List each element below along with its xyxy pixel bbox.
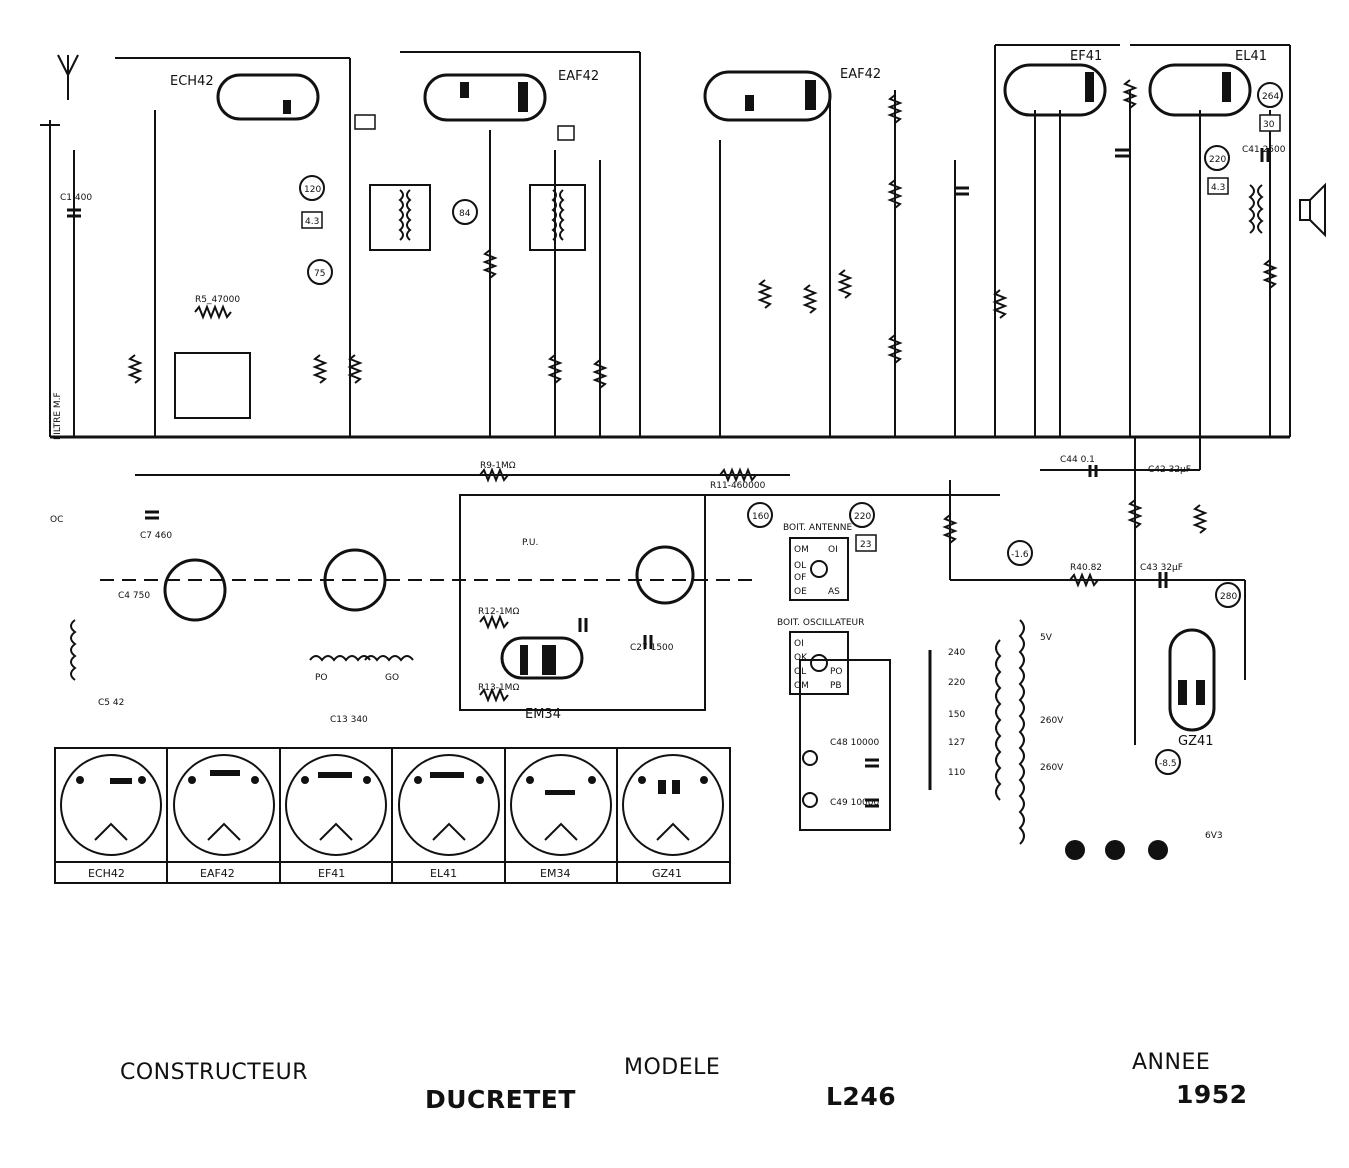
- capacitor-label: C49 10000: [830, 798, 880, 808]
- constructeur-value: DUCRETET: [425, 1085, 576, 1114]
- antenna-pin: OL: [794, 561, 806, 571]
- voltage-point: 4.3: [305, 217, 319, 227]
- antenna-pin: OF: [794, 573, 806, 583]
- label-eaf42-1: EAF42: [558, 69, 599, 84]
- tube-ech42: [216, 73, 320, 121]
- osc-pin: OM: [794, 681, 809, 691]
- voltage-point: 220: [854, 512, 871, 522]
- label-eaf42-2: EAF42: [840, 67, 881, 82]
- resistor-label: R11-460000: [710, 481, 766, 491]
- capacitor-label: C48 10000: [830, 738, 880, 748]
- band-label: OC: [50, 515, 63, 525]
- tube-gz41: [1168, 628, 1216, 732]
- modele-label: MODELE: [624, 1055, 721, 1080]
- voltage-point: -1.6: [1011, 550, 1029, 560]
- voltage-point: 4.3: [1211, 183, 1225, 193]
- resistor-label: R9-1MΩ: [480, 461, 516, 471]
- resistor-label: R12-1MΩ: [478, 607, 519, 617]
- capacitor-label: C27 1500: [630, 643, 674, 653]
- capacitor-label: C41 2500: [1242, 145, 1286, 155]
- tube-em34: [500, 636, 584, 680]
- resistor-label: R5_47000: [195, 295, 240, 305]
- voltage-point: -8.5: [1159, 759, 1177, 769]
- voltage-point: 280: [1220, 592, 1237, 602]
- capacitor-label: C43 32µF: [1140, 563, 1183, 573]
- annee-value: 1952: [1176, 1080, 1248, 1109]
- legend-ech42: ECH42: [88, 867, 125, 880]
- oscillator-box-label: BOIT. OSCILLATEUR: [777, 618, 864, 628]
- mains-tap: 220: [948, 678, 965, 688]
- legend-gz41: GZ41: [652, 867, 682, 880]
- legend-ef41: EF41: [318, 867, 345, 880]
- constructeur-label: CONSTRUCTEUR: [120, 1060, 309, 1085]
- osc-pin: OI: [794, 639, 804, 649]
- capacitor-label: C4 750: [118, 591, 150, 601]
- osc-pin: PO: [830, 667, 843, 677]
- label-ech42: ECH42: [170, 74, 214, 89]
- secondary-label: 260V: [1040, 716, 1064, 726]
- antenna-pin: OE: [794, 587, 807, 597]
- modele-value: L246: [826, 1082, 897, 1111]
- capacitor-label: C44 0.1: [1060, 455, 1095, 465]
- pu-label: P.U.: [522, 538, 538, 548]
- osc-pin: OK: [794, 653, 808, 663]
- antenna-box-label: BOIT. ANTENNE: [783, 523, 852, 533]
- mains-tap: 240: [948, 648, 965, 658]
- tube-eaf42-1: [423, 73, 547, 122]
- capacitor-label: C1 400: [60, 193, 92, 203]
- tube-eaf42-2: [703, 70, 832, 122]
- voltage-point: 160: [752, 512, 769, 522]
- voltage-point: 264: [1262, 92, 1279, 102]
- tube-base-legend: [54, 747, 731, 884]
- voltage-point: 75: [314, 269, 325, 279]
- tube-ef41: [1003, 63, 1107, 117]
- annee-label: ANNEE: [1132, 1050, 1211, 1075]
- secondary-label: 5V: [1040, 633, 1053, 643]
- mains-tap: 110: [948, 768, 965, 778]
- capacitor-label: C42 32µF: [1148, 465, 1191, 475]
- label-el41: EL41: [1235, 49, 1267, 64]
- resistor-label: R13-1MΩ: [478, 683, 519, 693]
- voltage-point: 84: [459, 209, 471, 219]
- antenna-pin: OM: [794, 545, 809, 555]
- antenna-pin: AS: [828, 587, 840, 597]
- legend-em34: EM34: [540, 867, 570, 880]
- voltage-point: 220: [1209, 155, 1226, 165]
- mains-tap: 150: [948, 710, 965, 720]
- label-em34: EM34: [525, 707, 561, 722]
- legend-eaf42: EAF42: [200, 867, 235, 880]
- band-label: PO: [315, 673, 328, 683]
- secondary-label: 260V: [1040, 763, 1064, 773]
- band-label: GO: [385, 673, 399, 683]
- resistor-label: R40.82: [1070, 563, 1102, 573]
- capacitor-label: C13 340: [330, 715, 368, 725]
- secondary-label: 6V3: [1205, 831, 1223, 841]
- capacitor-label: C5 42: [98, 698, 124, 708]
- filter-label: FILTRE M.F: [53, 392, 63, 440]
- label-ef41: EF41: [1070, 49, 1102, 64]
- voltage-point: 120: [304, 185, 321, 195]
- capacitor-label: C7 460: [140, 531, 172, 541]
- osc-pin: OL: [794, 667, 806, 677]
- antenna-pin: OI: [828, 545, 838, 555]
- tube-el41: [1148, 63, 1252, 117]
- osc-pin: PB: [830, 681, 842, 691]
- label-gz41: GZ41: [1178, 734, 1214, 749]
- legend-el41: EL41: [430, 867, 457, 880]
- mains-tap: 127: [948, 738, 965, 748]
- voltage-point: 30: [1263, 120, 1275, 130]
- voltage-point: 23: [860, 540, 871, 550]
